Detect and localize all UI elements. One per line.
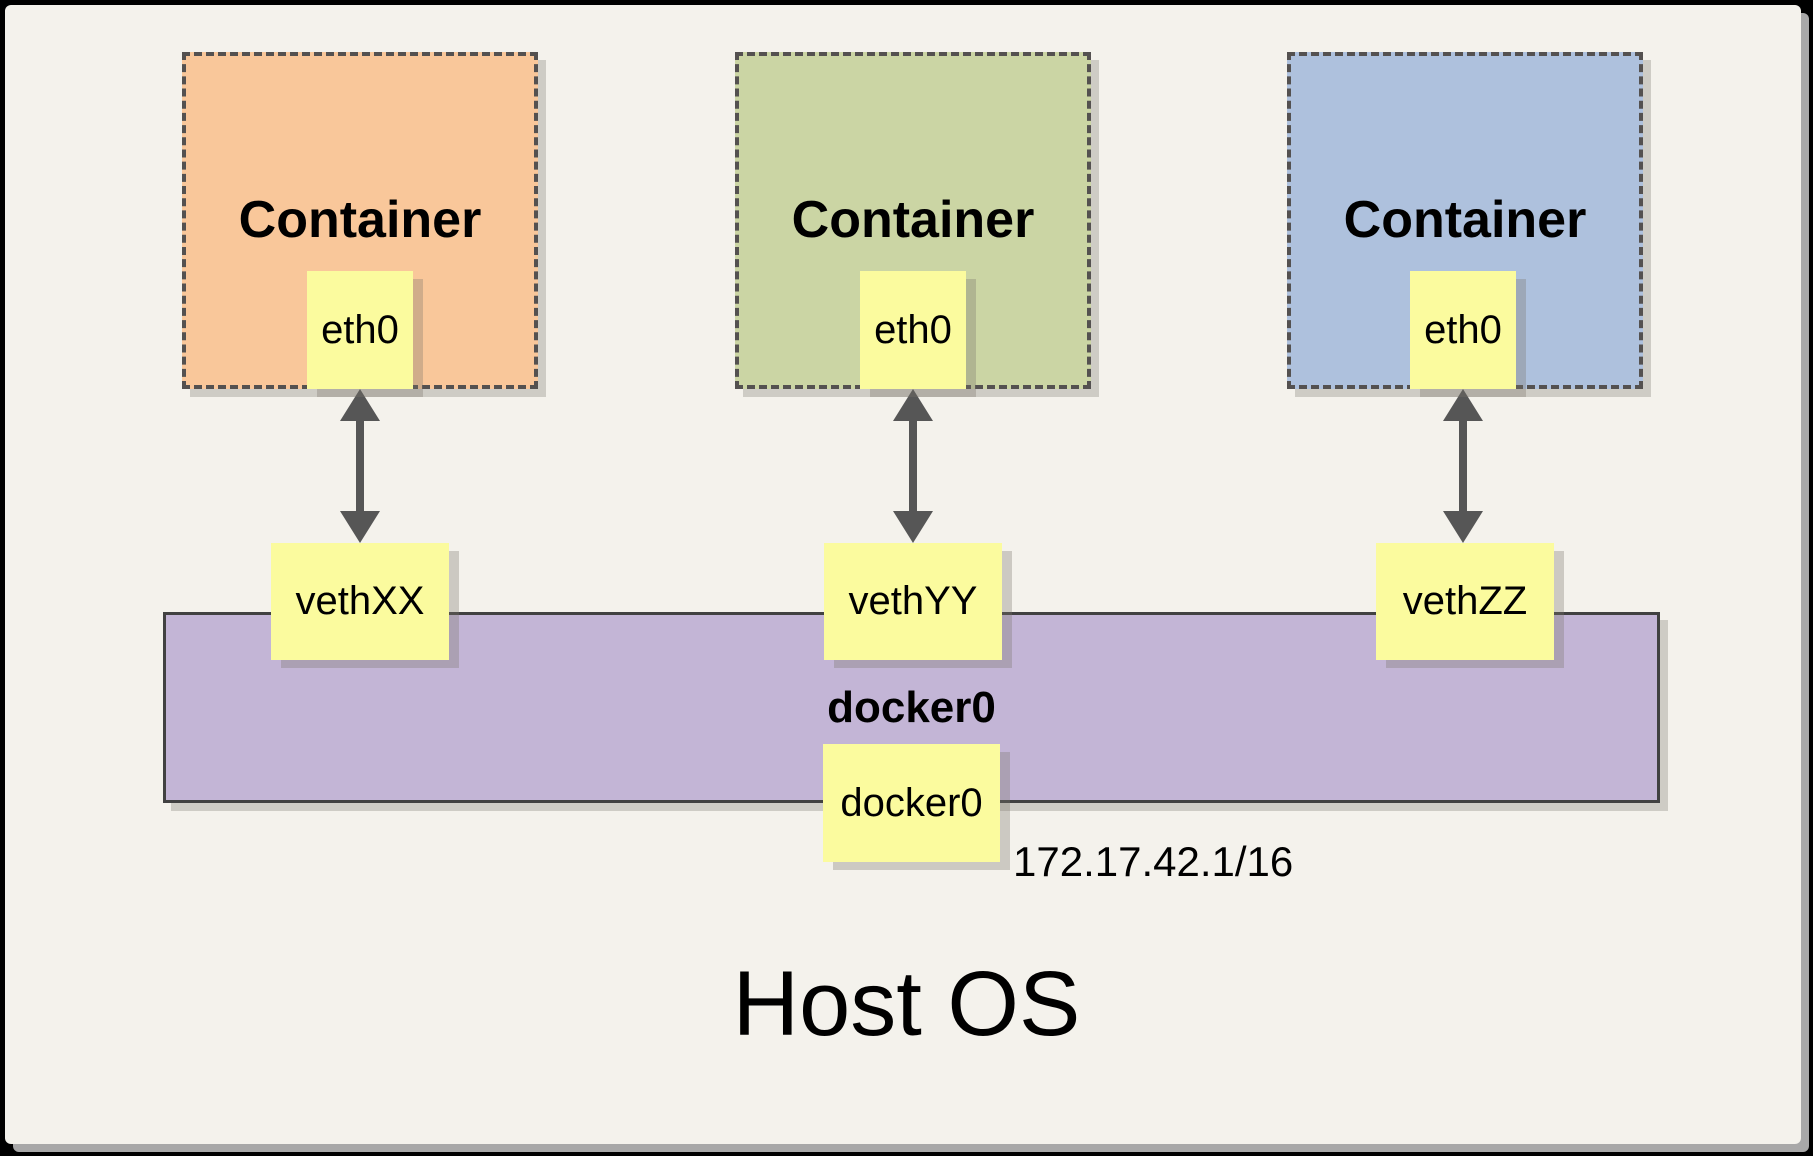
eth0-interface-box: eth0 (860, 271, 966, 389)
arrowhead-up-icon (1443, 389, 1483, 421)
arrowhead-up-icon (893, 389, 933, 421)
arrow-stem (356, 417, 364, 515)
arrowhead-down-icon (893, 511, 933, 543)
arrowhead-up-icon (340, 389, 380, 421)
docker0-interface-box: docker0 (823, 744, 1000, 862)
host-os-label: Host OS (732, 953, 1081, 1055)
veth-interface-box: vethZZ (1376, 543, 1554, 660)
veth-interface-box: vethXX (271, 543, 449, 660)
container-title: Container (238, 191, 482, 249)
container-title: Container (791, 191, 1035, 249)
eth0-interface-box: eth0 (307, 271, 413, 389)
double-arrow-connector (340, 389, 380, 543)
bridge-ip-label: 172.17.42.1/16 (1013, 838, 1294, 885)
arrow-stem (1459, 417, 1467, 515)
eth0-interface-box: eth0 (1410, 271, 1516, 389)
double-arrow-connector (1443, 389, 1483, 543)
arrowhead-down-icon (340, 511, 380, 543)
arrow-stem (909, 417, 917, 515)
veth-interface-box: vethYY (824, 543, 1002, 660)
double-arrow-connector (893, 389, 933, 543)
arrowhead-down-icon (1443, 511, 1483, 543)
container-title: Container (1343, 191, 1587, 249)
bridge-name-label: docker0 (827, 683, 996, 732)
